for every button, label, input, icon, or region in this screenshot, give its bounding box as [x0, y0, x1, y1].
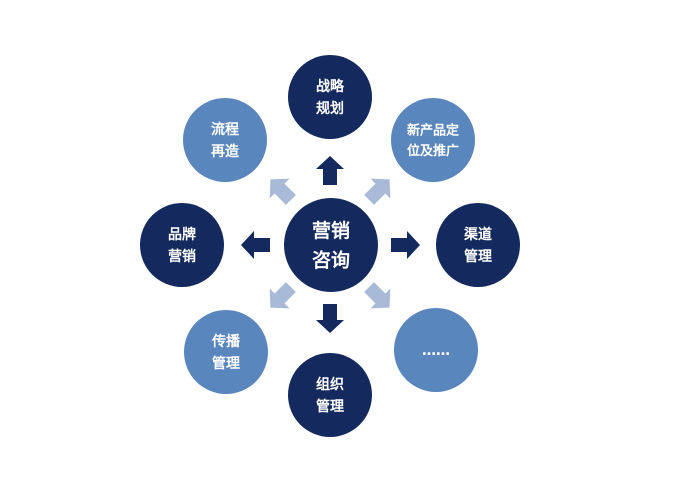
node-new-product-positioning-circle	[391, 98, 475, 182]
node-process-reengineering-label: 流程	[211, 121, 239, 138]
node-strategy-planning-label: 规划	[316, 100, 344, 117]
node-more-label: ……	[422, 343, 450, 359]
arrow-up-right-icon	[364, 178, 391, 205]
node-channel-management-circle	[436, 203, 520, 287]
arrow-down-right-icon	[364, 282, 391, 309]
arrow-up-left-icon	[269, 178, 296, 205]
center-node-label: 营销	[312, 219, 350, 242]
center-node-circle	[284, 198, 378, 292]
arrow-right-icon	[391, 231, 420, 259]
node-channel-management-label: 渠道	[463, 226, 492, 243]
node-strategy-planning-circle	[288, 55, 372, 139]
arrow-left-icon	[241, 231, 270, 259]
arrow-up-icon	[316, 156, 344, 185]
node-process-reengineering-circle	[183, 98, 267, 182]
node-communication-management-circle	[184, 310, 268, 394]
node-strategy-planning-label: 战略	[316, 78, 345, 95]
node-more: ……	[394, 308, 478, 392]
node-brand-marketing-label: 品牌	[168, 226, 196, 243]
node-organization-management-circle	[288, 353, 372, 437]
node-process-reengineering-label: 再造	[211, 143, 239, 160]
node-brand-marketing-circle	[140, 203, 224, 287]
arrow-down-icon	[316, 304, 344, 333]
center-node-label: 咨询	[312, 249, 350, 272]
arrow-down-left-icon	[269, 282, 296, 309]
node-more-circle	[394, 308, 478, 392]
node-organization-management-label: 管理	[316, 398, 344, 415]
node-communication-management-label: 管理	[212, 355, 240, 372]
node-communication-management-label: 传播	[211, 333, 241, 350]
node-brand-marketing-label: 营销	[168, 248, 196, 265]
node-organization-management-label: 组织	[316, 376, 344, 393]
node-new-product-positioning-label: 位及推广	[407, 143, 459, 159]
node-new-product-positioning-label: 新产品定	[407, 123, 459, 139]
node-channel-management-label: 管理	[464, 248, 492, 265]
